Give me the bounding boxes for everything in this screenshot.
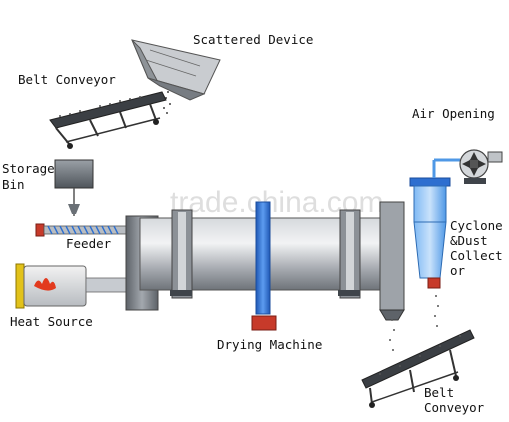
fan-icon	[462, 152, 486, 176]
belt-conveyor-bottom	[361, 295, 475, 408]
label-feeder: Feeder	[66, 236, 112, 251]
label-cyclone-line4: or	[450, 263, 466, 278]
storage-bin	[54, 159, 94, 216]
cyclone-dust-collector	[409, 158, 460, 289]
label-belt-conveyor-top: Belt Conveyor	[18, 72, 116, 87]
label-belt-bottom-line2: Conveyor	[424, 400, 485, 415]
label-heat-source: Heat Source	[10, 314, 93, 329]
label-cyclone-line1: Cyclone	[450, 218, 503, 233]
label-belt-bottom-line1: Belt	[424, 385, 454, 400]
belt-conveyor-top	[49, 91, 167, 149]
label-storage-line1: Storage	[2, 161, 55, 176]
feeder	[35, 223, 129, 237]
flame-icon	[34, 278, 56, 291]
label-storage-line2: Bin	[2, 177, 25, 192]
drying-machine	[125, 201, 405, 331]
scattered-device	[131, 39, 221, 114]
label-cyclone-line3: Collect	[450, 248, 503, 263]
heat-source	[15, 263, 127, 309]
label-cyclone-line2: &Dust	[450, 233, 488, 248]
label-air-opening: Air Opening	[412, 106, 495, 121]
label-scattered-device: Scattered Device	[193, 32, 313, 47]
label-drying-machine: Drying Machine	[217, 337, 322, 352]
air-opening-fan	[459, 149, 503, 184]
